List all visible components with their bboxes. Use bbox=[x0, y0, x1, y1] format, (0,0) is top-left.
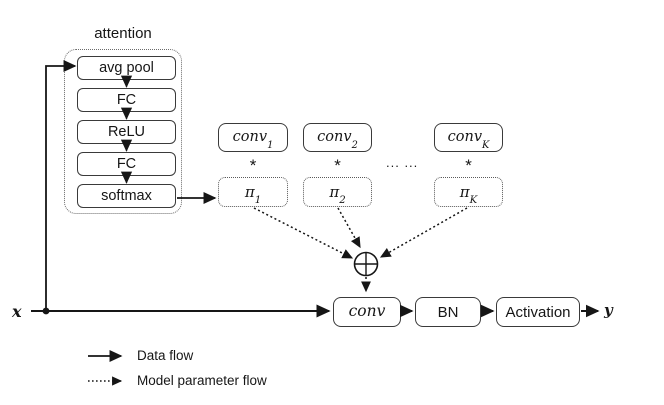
conv-box: conv bbox=[333, 297, 401, 327]
legend-param-flow-label: Model parameter flow bbox=[137, 373, 267, 388]
legend-data-flow-label: Data flow bbox=[137, 348, 194, 363]
convK-label: convK bbox=[447, 129, 490, 151]
avg-pool-label: avg pool bbox=[99, 59, 154, 76]
multiply-star-K: * bbox=[465, 156, 472, 175]
bn-box: BN bbox=[415, 297, 481, 327]
bn-label: BN bbox=[437, 303, 459, 321]
ellipsis: ... ... bbox=[386, 155, 419, 170]
conv2-label: conv2 bbox=[317, 129, 358, 151]
multiply-star-2: * bbox=[334, 156, 341, 175]
pi1-to-sum-arrow bbox=[253, 207, 354, 259]
attention-group-label: attention bbox=[94, 25, 152, 42]
pi1-box: π1 bbox=[218, 177, 288, 207]
pi2-to-sum-arrow bbox=[337, 207, 361, 249]
avg-pool-box: avg pool bbox=[77, 56, 176, 80]
weighted-sum-icon bbox=[353, 251, 379, 277]
conv-label: conv bbox=[348, 302, 386, 321]
softmax-label: softmax bbox=[101, 187, 152, 204]
softmax-box: softmax bbox=[77, 184, 176, 208]
fc1-label: FC bbox=[116, 91, 137, 108]
convK-box: convK bbox=[434, 123, 503, 152]
piK-label: πK bbox=[459, 182, 478, 207]
pi1-label: π1 bbox=[244, 182, 262, 207]
piK-to-sum-arrow bbox=[379, 207, 468, 258]
relu-label: ReLU bbox=[107, 123, 146, 140]
fc2-box: FC bbox=[77, 152, 176, 176]
relu-box: ReLU bbox=[77, 120, 176, 144]
pi2-label: π2 bbox=[329, 182, 346, 207]
conv2-box: conv2 bbox=[303, 123, 372, 152]
piK-box: πK bbox=[434, 177, 503, 207]
activation-box: Activation bbox=[496, 297, 580, 327]
fc2-label: FC bbox=[116, 155, 137, 172]
activation-label: Activation bbox=[505, 303, 571, 321]
input-x-label: x bbox=[12, 302, 22, 321]
branch-junction-dot bbox=[42, 307, 50, 315]
multiply-star-1: * bbox=[249, 156, 257, 175]
output-y-label: y bbox=[604, 301, 613, 319]
conv1-label: conv1 bbox=[232, 129, 274, 151]
pi2-box: π2 bbox=[303, 177, 372, 207]
fc1-box: FC bbox=[77, 88, 176, 112]
conv1-box: conv1 bbox=[218, 123, 288, 152]
